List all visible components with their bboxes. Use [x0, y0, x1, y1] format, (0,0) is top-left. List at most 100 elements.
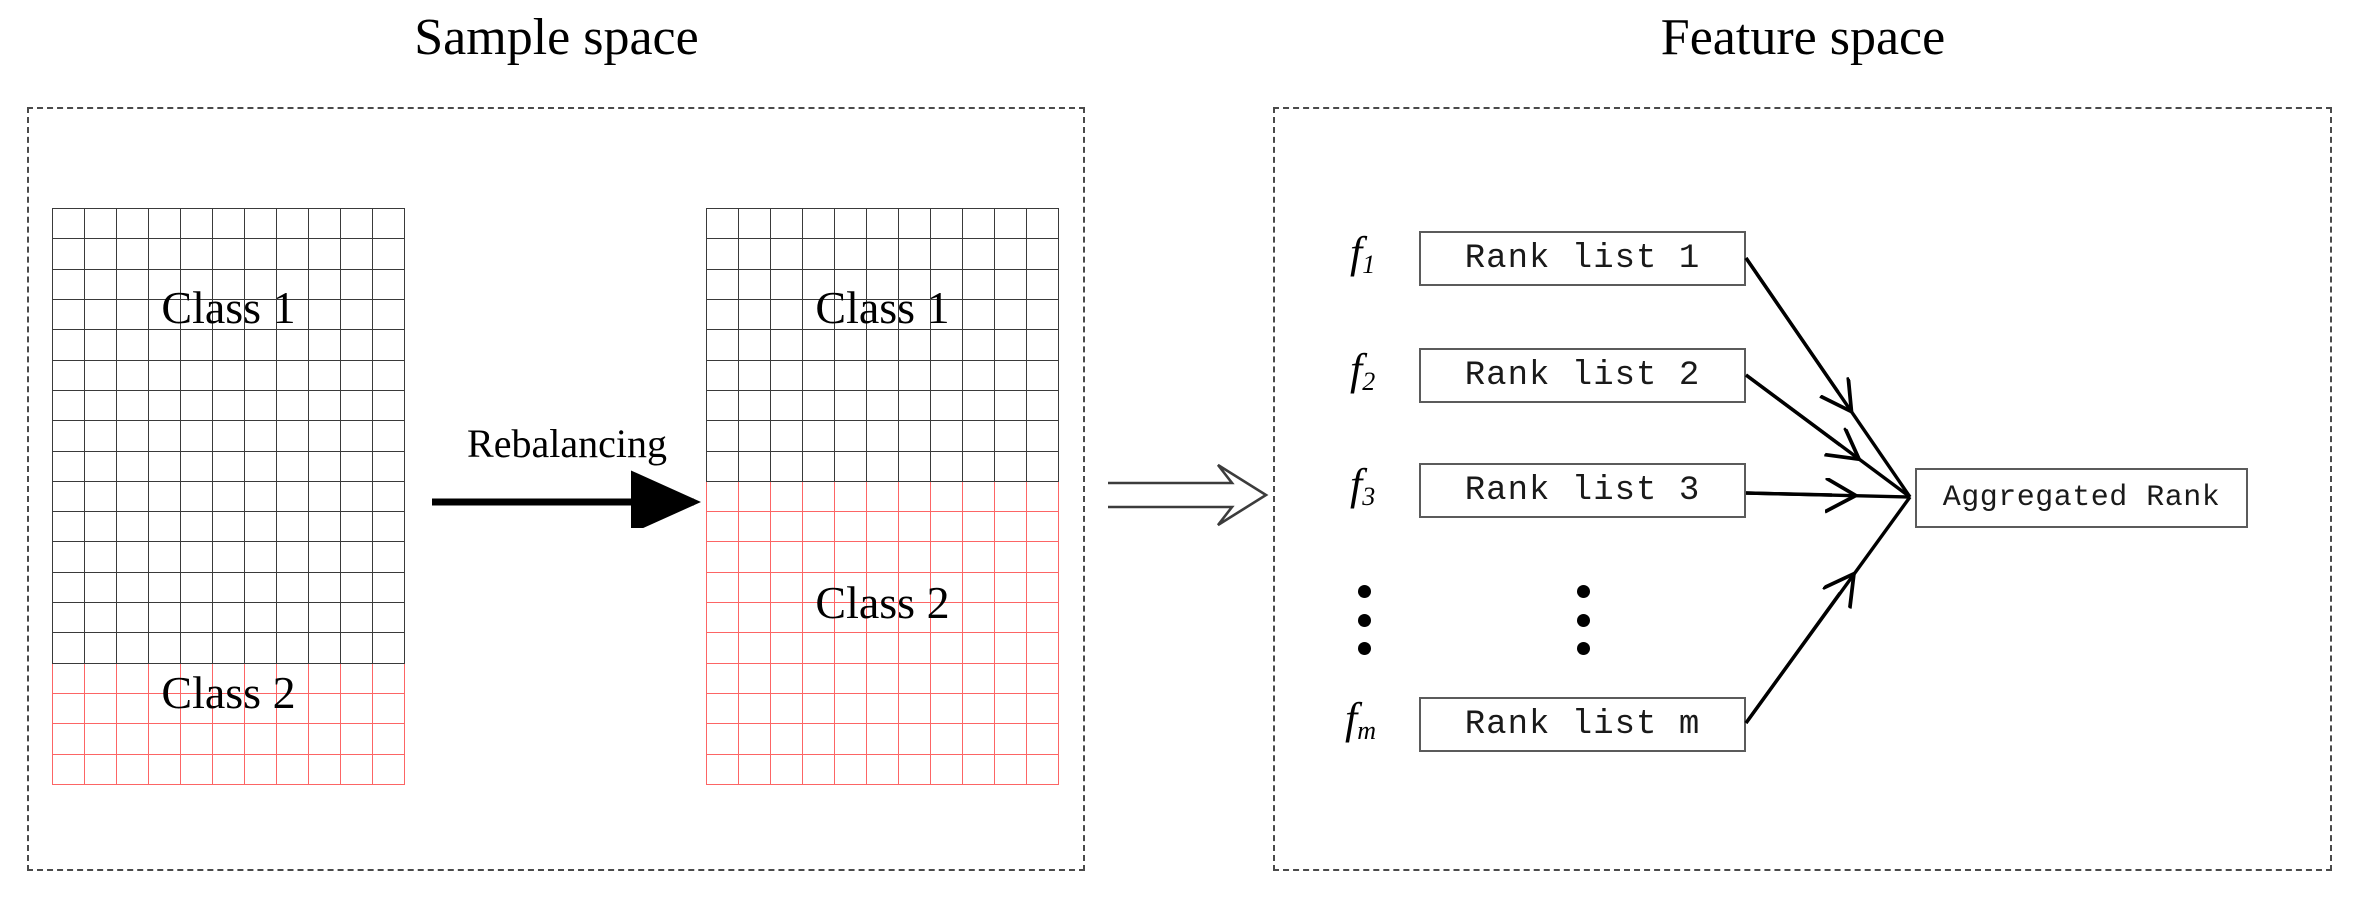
grid-cell [213, 299, 245, 331]
grid-cell [181, 269, 213, 300]
grid-cell [117, 208, 149, 240]
grid-cell [277, 330, 309, 361]
grid-cell [867, 330, 899, 361]
grid-cell [963, 542, 995, 573]
grid-cell [181, 299, 213, 331]
grid-cell [117, 724, 149, 755]
grid-cell [835, 330, 867, 361]
grid-cell [931, 390, 963, 422]
grid-cell [213, 481, 245, 513]
grid-cell [835, 481, 867, 513]
grid-cell [706, 208, 739, 240]
grid-cell [52, 208, 85, 240]
grid-cell [1027, 754, 1059, 785]
grid-cell [373, 724, 405, 755]
grid-cell [706, 239, 739, 270]
rank-list-box-3[interactable]: Rank list 3 [1419, 463, 1746, 518]
grid-cell [739, 451, 771, 482]
grid-cell [706, 512, 739, 543]
grid-cell [149, 512, 181, 543]
grid-cell [181, 572, 213, 604]
grid-row [52, 239, 405, 270]
grid-cell [739, 754, 771, 785]
grid-cell [835, 390, 867, 422]
grid-cell [149, 208, 181, 240]
grid-cell [181, 754, 213, 785]
grid-cell [899, 633, 931, 664]
grid-cell [835, 542, 867, 573]
grid-cell [309, 390, 341, 422]
grid-cell [739, 360, 771, 391]
grid-cell [771, 754, 803, 785]
grid-cell [309, 542, 341, 573]
rebalancing-arrow [432, 408, 702, 534]
grid-cell [309, 694, 341, 725]
grid-cell [149, 481, 181, 513]
grid-cell [277, 724, 309, 755]
grid-cell [931, 512, 963, 543]
grid-cell [771, 512, 803, 543]
grid-cell [373, 360, 405, 391]
grid-cell [867, 603, 899, 634]
grid-cell [835, 572, 867, 604]
grid-row [52, 330, 405, 361]
grid-cell [739, 239, 771, 270]
rank-list-box-m[interactable]: Rank list m [1419, 697, 1746, 752]
grid-cell [181, 542, 213, 573]
grid-cell [245, 299, 277, 331]
grid-cell [706, 481, 739, 513]
grid-cell [213, 633, 245, 664]
grid-cell [213, 694, 245, 725]
grid-cell [963, 663, 995, 694]
grid-cell [149, 299, 181, 331]
grid-cell [149, 390, 181, 422]
grid-row [52, 542, 405, 573]
grid-cell [835, 724, 867, 755]
grid-cell [803, 360, 835, 391]
grid-cell [213, 572, 245, 604]
grid-cell [867, 633, 899, 664]
rank-list-box-2[interactable]: Rank list 2 [1419, 348, 1746, 403]
grid-cell [309, 724, 341, 755]
grid-cell [1027, 239, 1059, 270]
feature-symbol-f3-sub: 3 [1362, 482, 1376, 511]
feature-symbol-f3: f3 [1350, 463, 1375, 510]
grid-cell [1027, 512, 1059, 543]
feature-symbol-f2-sub: 2 [1362, 367, 1376, 396]
grid-cell [309, 512, 341, 543]
grid-row [706, 663, 1059, 694]
grid-cell [1027, 421, 1059, 452]
grid-cell [117, 694, 149, 725]
ellipsis-dot [1577, 642, 1590, 655]
grid-cell [149, 633, 181, 664]
grid-cell [85, 299, 117, 331]
grid-cell [309, 239, 341, 270]
grid-cell [373, 269, 405, 300]
grid-row [52, 390, 405, 422]
ellipsis-dot [1577, 585, 1590, 598]
grid-cell [373, 663, 405, 694]
rank-list-box-1[interactable]: Rank list 1 [1419, 231, 1746, 286]
grid-cell [309, 572, 341, 604]
grid-cell [373, 299, 405, 331]
grid-cell [706, 451, 739, 482]
grid-cell [899, 694, 931, 725]
grid-cell [52, 603, 85, 634]
grid-cell [149, 724, 181, 755]
grid-cell [867, 724, 899, 755]
grid-cell [149, 694, 181, 725]
grid-cell [373, 542, 405, 573]
grid-cell [341, 390, 373, 422]
grid-row [52, 299, 405, 331]
grid-cell [181, 421, 213, 452]
grid-cell [1027, 299, 1059, 331]
grid-cell [835, 360, 867, 391]
grid-cell [341, 269, 373, 300]
grid-cell [52, 360, 85, 391]
grid-cell [245, 663, 277, 694]
grid-cell [867, 390, 899, 422]
grid-cell [899, 269, 931, 300]
grid-cell [963, 603, 995, 634]
aggregated-rank-box[interactable]: Aggregated Rank [1915, 468, 2248, 528]
